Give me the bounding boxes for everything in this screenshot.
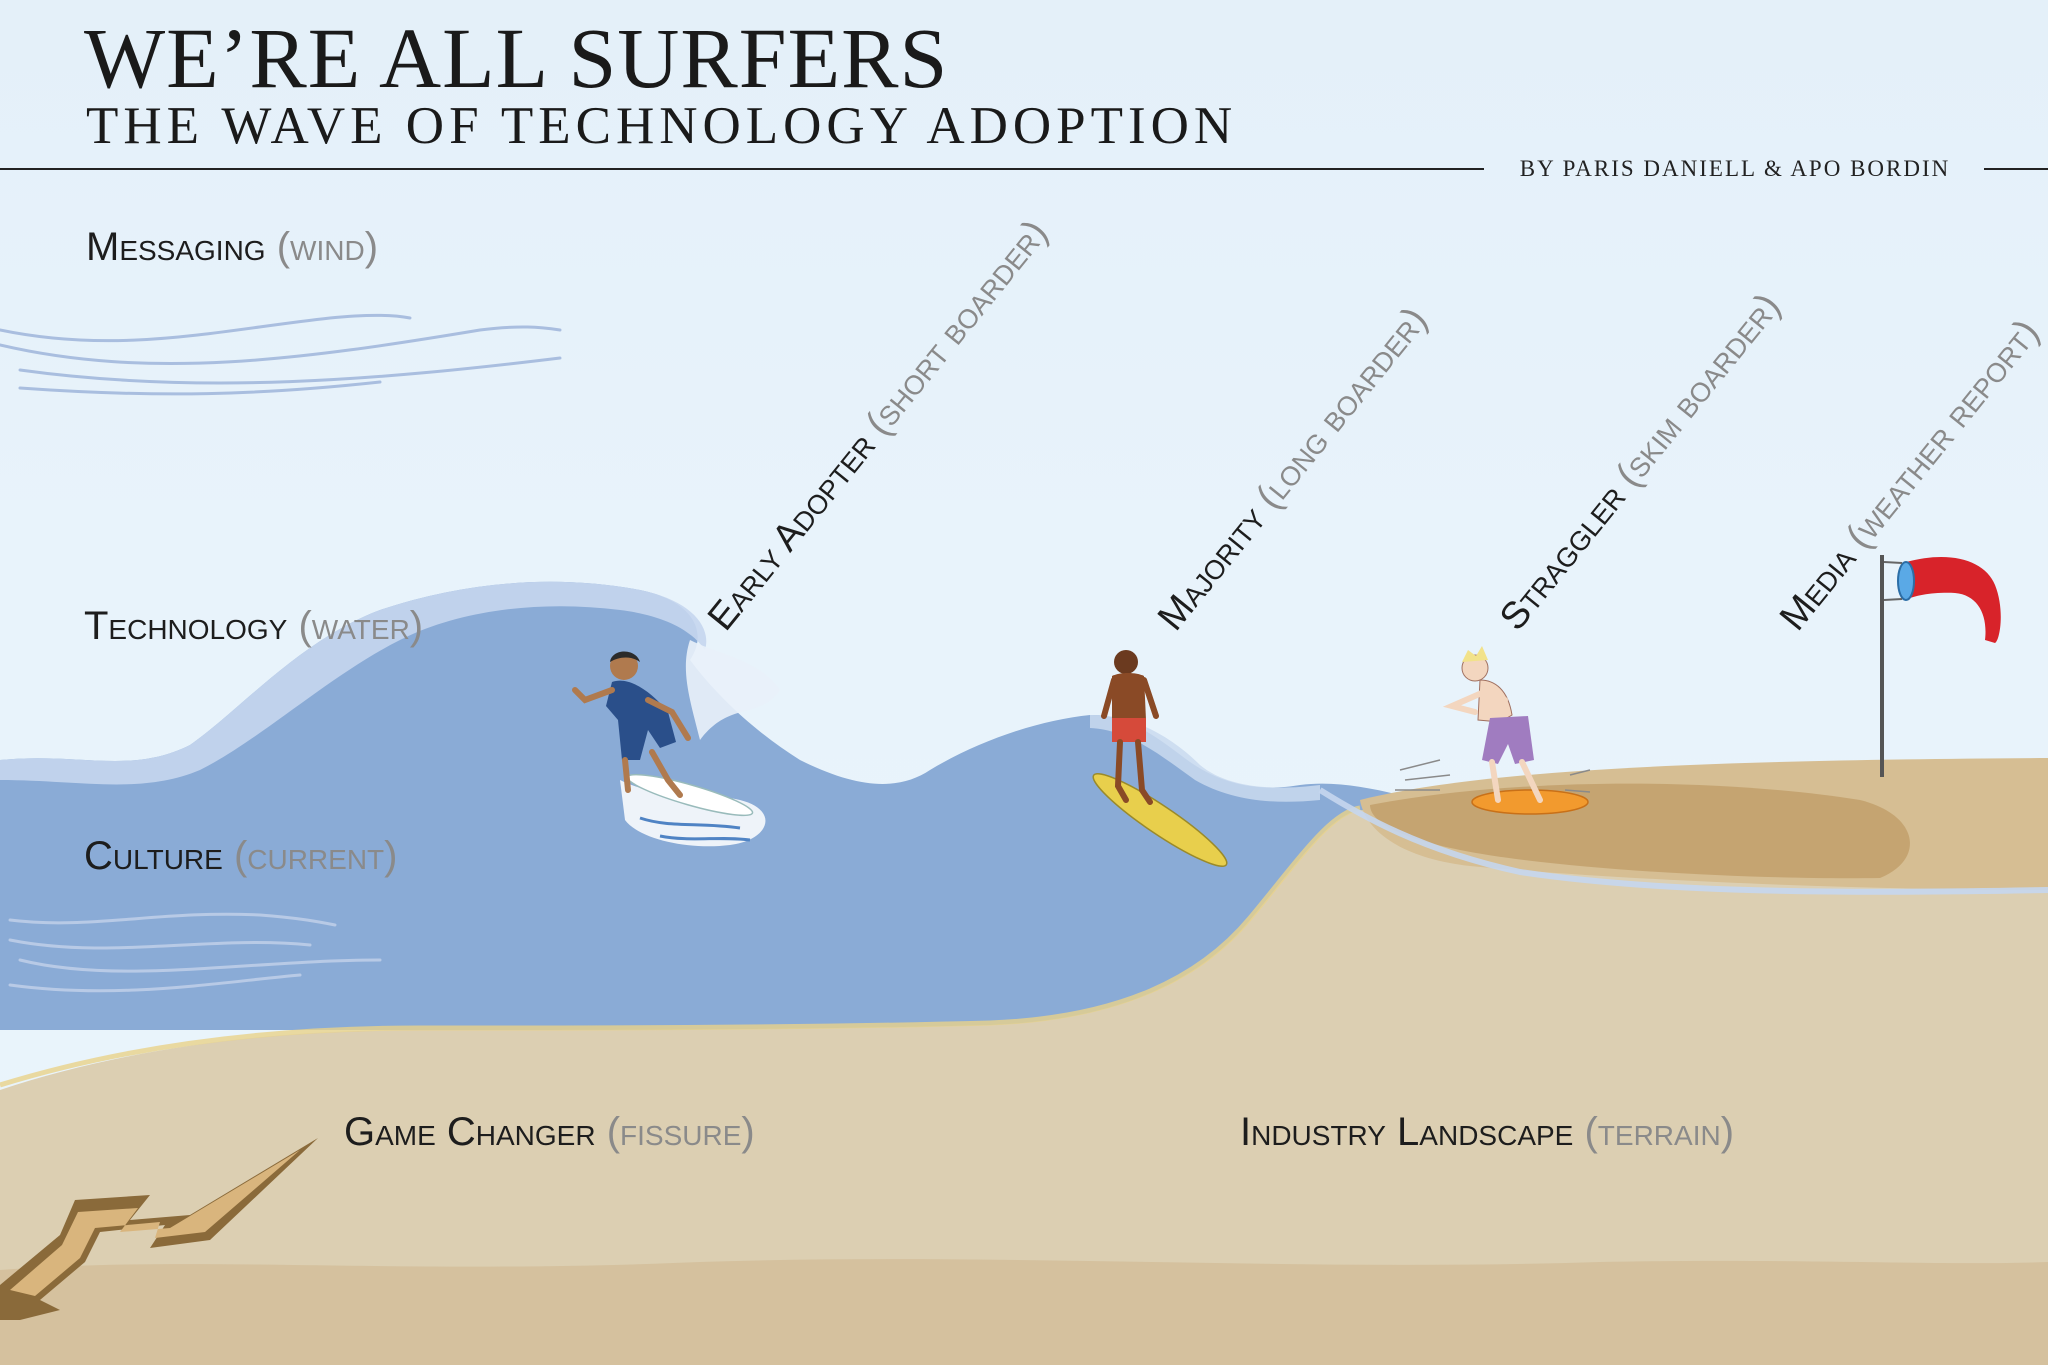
skimboard [1472,790,1588,814]
surfer-head [1114,650,1138,674]
page-title: WE’RE ALL SURFERS [84,8,948,108]
label-name: Culture [84,834,223,878]
label-name: Messaging [86,225,266,269]
surfer-shorts [1112,718,1146,742]
windsock-pole [1880,555,1884,777]
header-rule [0,168,1484,170]
windsock-sleeve [1906,557,2001,643]
label-metaphor: (terrain) [1584,1110,1734,1154]
label-name: Game Changer [344,1110,596,1154]
label-game-changer: Game Changer (fissure) [344,1110,755,1155]
label-name: Industry Landscape [1240,1110,1573,1154]
header-rule-end [1984,168,2048,170]
label-culture: Culture (current) [84,834,397,879]
label-technology: Technology (water) [84,604,423,649]
label-metaphor: (current) [234,834,398,878]
byline: BY PARIS DANIELL & APO BORDIN [1500,156,1970,182]
label-metaphor: (fissure) [607,1110,755,1154]
windsock-icon [1880,555,2001,777]
surfer-body [1112,673,1146,720]
surfer-hair [1462,646,1488,662]
page-subtitle: THE WAVE OF TECHNOLOGY ADOPTION [86,96,1237,156]
label-name: Technology [84,604,287,648]
wind-lines-icon [0,315,560,394]
ground-texture [0,1259,2048,1365]
surfer-shorts [1482,716,1534,764]
label-messaging: Messaging (wind) [86,225,378,270]
windsock-mouth [1898,562,1914,600]
label-metaphor: (water) [298,604,423,648]
label-metaphor: (wind) [277,225,378,269]
label-industry-landscape: Industry Landscape (terrain) [1240,1110,1734,1155]
